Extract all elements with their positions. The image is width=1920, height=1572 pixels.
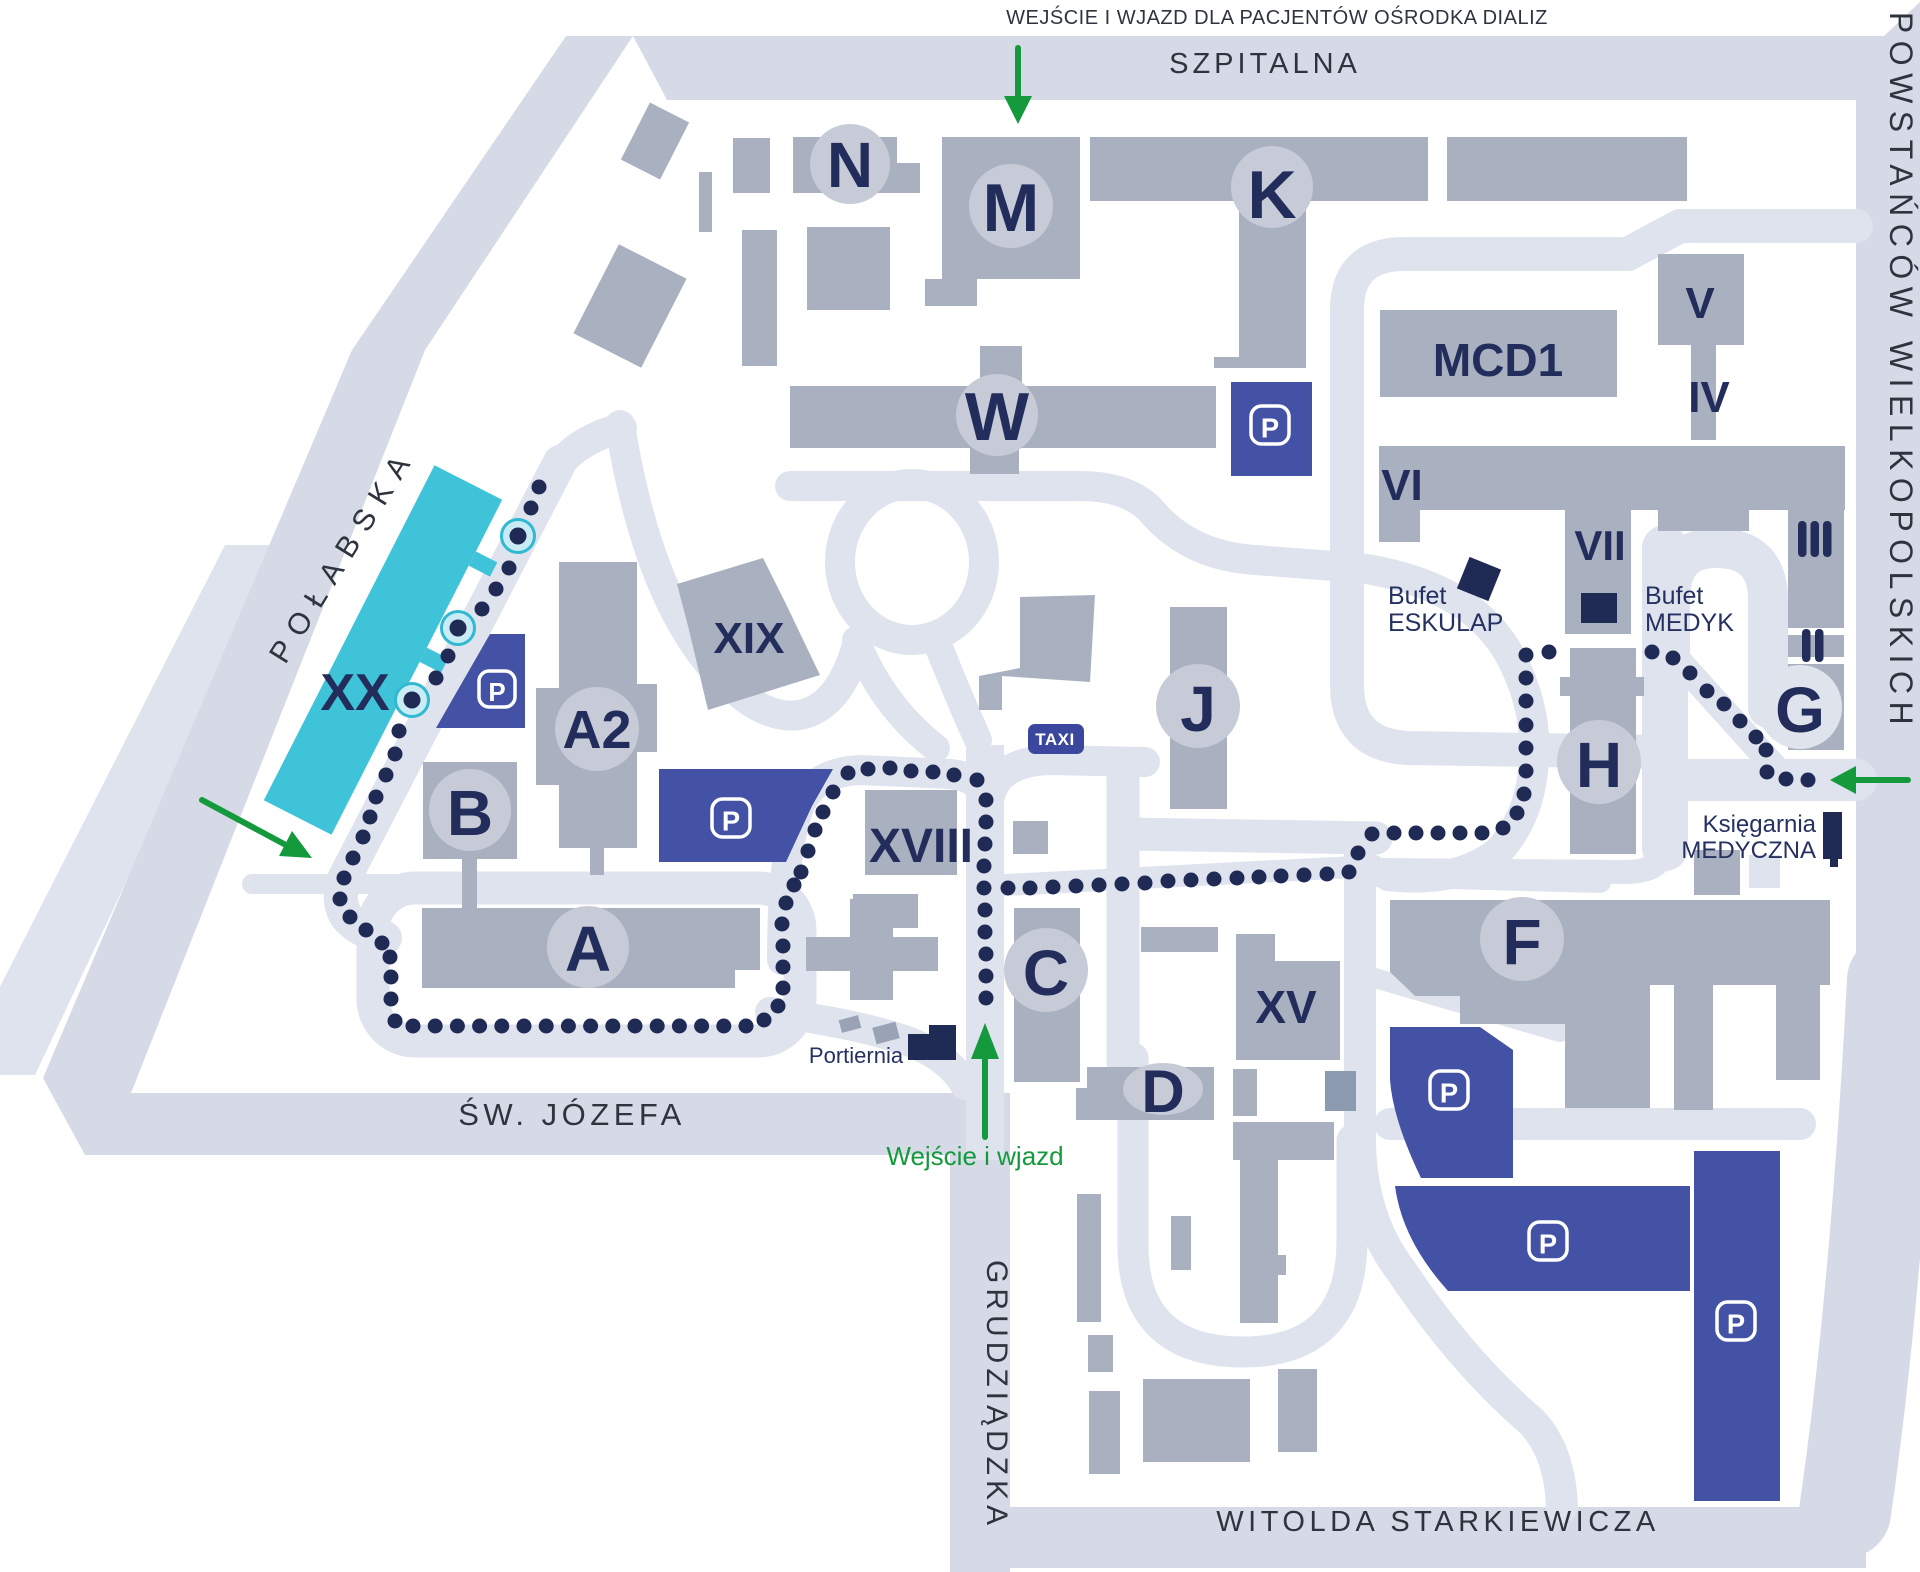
- svg-text:ESKULAP: ESKULAP: [1388, 609, 1503, 637]
- svg-text:K: K: [1247, 157, 1296, 233]
- svg-text:XV: XV: [1255, 981, 1317, 1033]
- svg-text:XVIII: XVIII: [869, 820, 973, 873]
- svg-text:P: P: [1727, 1309, 1745, 1340]
- svg-text:ŚW. JÓZEFA: ŚW. JÓZEFA: [458, 1096, 686, 1132]
- svg-text:XIX: XIX: [714, 614, 785, 663]
- svg-text:Księgarnia: Księgarnia: [1703, 811, 1817, 838]
- svg-text:G: G: [1775, 674, 1825, 746]
- svg-text:C: C: [1023, 937, 1069, 1009]
- svg-text:Bufet: Bufet: [1388, 582, 1446, 610]
- svg-text:F: F: [1502, 906, 1541, 978]
- svg-text:XX: XX: [320, 664, 390, 722]
- svg-text:IV: IV: [1688, 373, 1730, 422]
- svg-text:V: V: [1685, 279, 1715, 328]
- svg-text:SZPITALNA: SZPITALNA: [1169, 48, 1361, 80]
- svg-text:MCD1: MCD1: [1433, 334, 1563, 386]
- svg-text:TAXI: TAXI: [1035, 730, 1074, 749]
- svg-text:GRUDZIĄDZKA: GRUDZIĄDZKA: [980, 1260, 1013, 1530]
- svg-text:WITOLDA STARKIEWICZA: WITOLDA STARKIEWICZA: [1216, 1506, 1659, 1538]
- svg-text:POWSTAŃCÓW WIELKOPOLSKICH: POWSTAŃCÓW WIELKOPOLSKICH: [1883, 12, 1919, 732]
- svg-text:Wejście i wjazd: Wejście i wjazd: [886, 1141, 1063, 1171]
- svg-text:P: P: [1539, 1229, 1557, 1260]
- svg-text:WEJŚCIE I WJAZD DLA PACJENTÓW: WEJŚCIE I WJAZD DLA PACJENTÓW OŚRODKA DI…: [1006, 5, 1548, 29]
- svg-text:P: P: [1261, 413, 1279, 444]
- svg-text:MEDYCZNA: MEDYCZNA: [1681, 837, 1816, 864]
- svg-text:D: D: [1141, 1058, 1184, 1125]
- svg-text:P: P: [722, 806, 740, 837]
- svg-text:VI: VI: [1381, 461, 1423, 510]
- svg-text:H: H: [1576, 729, 1622, 801]
- svg-text:M: M: [983, 170, 1040, 246]
- svg-text:A: A: [565, 913, 611, 985]
- svg-text:P: P: [488, 679, 505, 707]
- svg-text:B: B: [447, 777, 493, 849]
- svg-text:A2: A2: [562, 700, 631, 760]
- svg-text:N: N: [827, 129, 873, 201]
- svg-text:J: J: [1180, 673, 1216, 745]
- svg-text:P: P: [1440, 1078, 1458, 1109]
- svg-text:W: W: [965, 379, 1030, 455]
- svg-text:MEDYK: MEDYK: [1645, 609, 1734, 637]
- svg-text:Portiernia: Portiernia: [809, 1043, 904, 1068]
- svg-text:Bufet: Bufet: [1645, 582, 1703, 610]
- svg-text:VII: VII: [1574, 522, 1625, 569]
